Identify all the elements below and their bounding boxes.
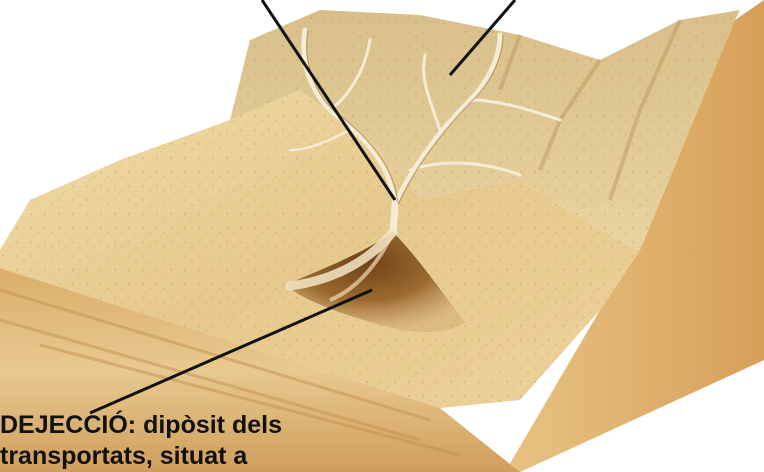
caption-line-2: transportats, situat a — [0, 441, 360, 472]
caption-line-1: DEJECCIÓ: dipòsit dels — [0, 410, 360, 441]
fan-caption: DEJECCIÓ: dipòsit dels transportats, sit… — [0, 410, 360, 472]
